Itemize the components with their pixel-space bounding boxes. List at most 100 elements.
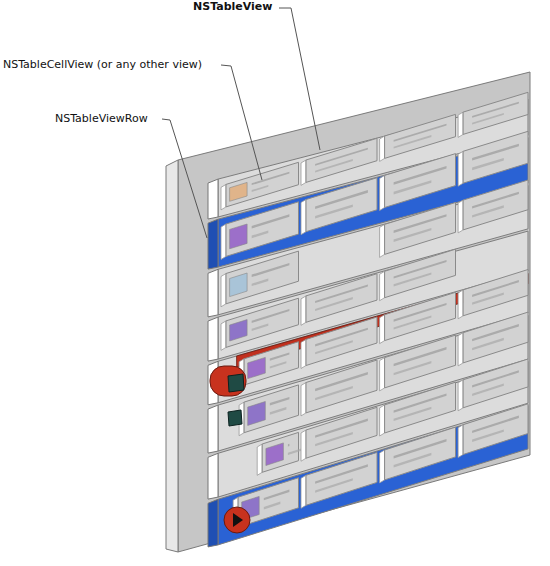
table-panel [178,72,530,552]
blurred-text [394,135,432,148]
cell-edge [301,383,306,416]
blurred-text [472,338,504,351]
table-cell-view [463,312,528,363]
row-decorations [210,366,250,533]
table-cell-view [463,359,528,408]
cell-edge [380,315,385,344]
blurred-text [394,214,447,233]
cell-edge [257,444,262,475]
blurred-text [315,464,368,484]
cell-edge [380,175,385,210]
table-cell-view [244,385,298,433]
table-cell-view [306,407,377,458]
cell-edge [380,271,385,300]
cell-edge [380,136,385,161]
table-cell-view [385,154,456,208]
blurred-text [472,144,519,161]
cell-edge [221,224,226,259]
cell-edge [301,200,306,235]
blurred-text [315,478,353,493]
blurred-text [394,316,432,330]
blurred-text [394,228,432,242]
blurred-text [264,502,281,510]
cell-edge [458,380,463,411]
cell-edge [380,450,385,483]
blurred-text [472,370,519,387]
leader-lines [162,8,320,238]
blurred-text [394,260,447,279]
table-cell-view [226,251,299,304]
blurred-text [252,214,290,228]
cell-icon [230,224,248,249]
cell-edge [221,274,226,307]
table-cell-view [385,114,456,158]
table-cell-view [226,162,299,207]
blurred-text [315,419,368,438]
blurred-text [315,432,353,446]
blurred-text [270,352,290,360]
blurred-text [252,172,290,185]
blurred-text [315,190,368,209]
row-edge [208,219,218,269]
blurred-text [472,429,504,442]
disclosure-mark [228,374,244,392]
blurred-text [288,444,290,447]
cell-icon [230,273,248,297]
cell-edge [221,321,226,351]
blurred-text [394,303,447,322]
blurred-text [472,280,519,297]
table-cell-view [385,382,456,433]
table-cell-view [385,292,456,340]
table-cell-view [385,249,456,298]
cell-edge [458,112,463,137]
blurred-text [394,453,432,468]
table-cell-view [463,131,528,183]
table-cell-view [385,203,456,255]
table-cell-view [385,427,456,480]
part-label: NSTableView [193,0,272,14]
row-edge [208,269,218,317]
blurred-text [252,231,269,239]
blurred-text [394,361,432,375]
cell-edge [301,475,306,508]
blurred-text [315,284,368,303]
row-edge [208,317,218,361]
table-cell-view [463,270,528,316]
blurred-text [394,407,432,421]
row-layer [208,99,528,547]
row-edge [208,405,218,453]
cell-edge [458,290,463,319]
table-cell-view [306,178,377,232]
blurred-text [270,407,287,415]
cell-icon [248,357,266,378]
red-button [224,507,250,533]
blurred-text [394,166,447,185]
cell-edge [301,430,306,461]
table-cell-view [463,404,528,455]
cell-edge [380,358,385,391]
cell-edge [301,339,306,368]
cell-icon [248,402,266,426]
blurred-text [394,394,447,413]
blurred-text [252,279,269,287]
blurred-text [315,372,368,391]
table-cell-view [244,342,298,385]
cell-edge [301,296,306,325]
blurred-text [394,273,432,287]
blurred-text [472,293,504,305]
table-cell-view [306,452,377,505]
row-edge [208,499,218,547]
blurred-text [252,185,269,192]
table-cell-view [463,180,528,230]
blurred-text [252,309,290,323]
cell-icon [230,320,248,341]
blurred-text [472,324,519,341]
blurred-text [264,490,290,501]
blurred-text [472,102,519,118]
cell-edge [458,200,463,233]
blurred-text [394,439,447,458]
blurred-text [394,347,447,366]
blurred-text [252,324,269,331]
cell-edge [380,405,385,436]
